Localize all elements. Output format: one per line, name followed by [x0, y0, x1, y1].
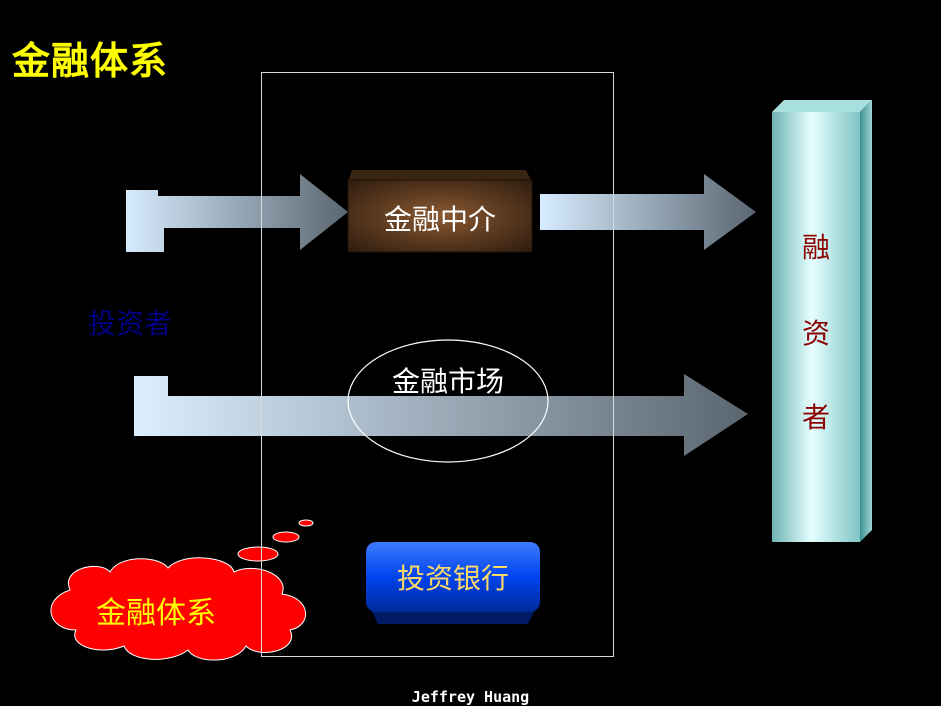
raiser-pillar [772, 100, 872, 542]
market-frame [261, 72, 614, 657]
bank-label: 投资银行 [396, 562, 509, 595]
raiser-char-2: 资 [801, 317, 830, 350]
market-label: 金融市场 [392, 365, 505, 398]
bottom-arrow [134, 374, 748, 456]
page-title: 金融体系 [12, 39, 169, 83]
raiser-char-3: 者 [801, 401, 830, 434]
thought-cloud [50, 519, 314, 661]
bank-box [366, 542, 540, 624]
investor-label: 投资者 [88, 307, 173, 340]
bank-button: 投资银行 [366, 542, 540, 612]
top-arrow-left [126, 174, 348, 252]
footer-author: Jeffrey Huang [411, 688, 530, 706]
raiser-char-1: 融 [801, 231, 830, 264]
raiser-text-column: 融 资 者 [772, 112, 860, 542]
top-arrow-right [540, 174, 756, 250]
intermediary-label: 金融中介 [384, 203, 497, 236]
market-ellipse [347, 339, 549, 463]
intermediary-block [347, 170, 533, 253]
cloud-label: 金融体系 [96, 596, 216, 631]
